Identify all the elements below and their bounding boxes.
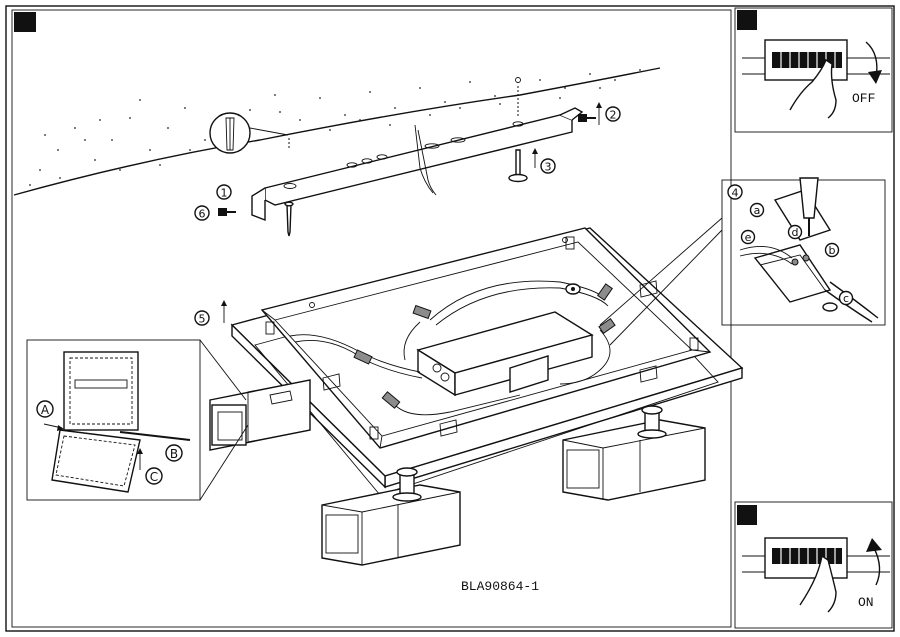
detail-label-A: A	[36, 400, 54, 418]
detail-label-B: B	[165, 444, 183, 462]
wire-label-d-text: d	[792, 226, 799, 239]
wire-label-c-text: c	[843, 292, 849, 305]
model-number: BLA90864-1	[461, 579, 539, 594]
diffuser-removal-detail	[26, 339, 249, 501]
detail-label-A-text: A	[41, 403, 50, 417]
ceiling	[13, 67, 661, 196]
step-label-2-text: 2	[610, 109, 617, 122]
wire-label-e-text: e	[745, 231, 752, 244]
step-label-1-text: 1	[221, 187, 228, 200]
tray-wiring	[289, 280, 616, 416]
step-label-1: 1	[216, 184, 232, 200]
main-panel-frame	[11, 9, 732, 628]
screw-left	[284, 138, 294, 237]
arrow-step3	[532, 148, 538, 168]
step-label-4-text: 4	[732, 187, 739, 200]
detail-label-C-text: C	[150, 470, 158, 484]
switch-on-marker	[737, 505, 757, 525]
wiring-detail	[599, 177, 886, 346]
support-block-bottom	[321, 467, 461, 566]
bolt-step2	[578, 102, 602, 125]
switch-off-marker	[737, 10, 757, 30]
step-label-6: 6	[194, 205, 210, 221]
step-label-5: 5	[194, 300, 227, 326]
mounting-bracket	[251, 107, 584, 222]
switch-on-label: ON	[858, 595, 874, 610]
corner-mark	[14, 12, 36, 32]
led-driver	[416, 311, 594, 397]
step-label-4: 4	[727, 184, 743, 200]
detail-label-B-text: B	[170, 447, 178, 461]
switch-on-panel: ON	[734, 501, 893, 629]
step-label-2: 2	[605, 106, 621, 122]
detail-label-C: C	[145, 467, 163, 485]
support-block-left	[209, 379, 311, 451]
step-label-3-text: 3	[545, 161, 552, 174]
wire-label-b-text: b	[829, 244, 836, 257]
outer-frame	[5, 5, 895, 632]
wire-label-a-text: a	[754, 204, 761, 217]
switch-off-panel: OFF	[734, 7, 893, 133]
support-block-right	[562, 405, 706, 501]
wall-plug-detail	[209, 112, 289, 154]
step-label-5-text: 5	[199, 313, 206, 326]
wire-label-c: c	[838, 290, 854, 306]
wire-label-b: b	[824, 242, 840, 258]
bolt-step6	[218, 208, 236, 216]
step-label-6-text: 6	[199, 208, 206, 221]
wire-label-a: a	[749, 202, 765, 218]
switch-off-label: OFF	[852, 91, 875, 106]
screw-right	[508, 77, 528, 183]
wire-label-d: d	[787, 224, 803, 240]
wire-label-e: e	[740, 229, 756, 245]
step-label-3: 3	[540, 158, 556, 174]
